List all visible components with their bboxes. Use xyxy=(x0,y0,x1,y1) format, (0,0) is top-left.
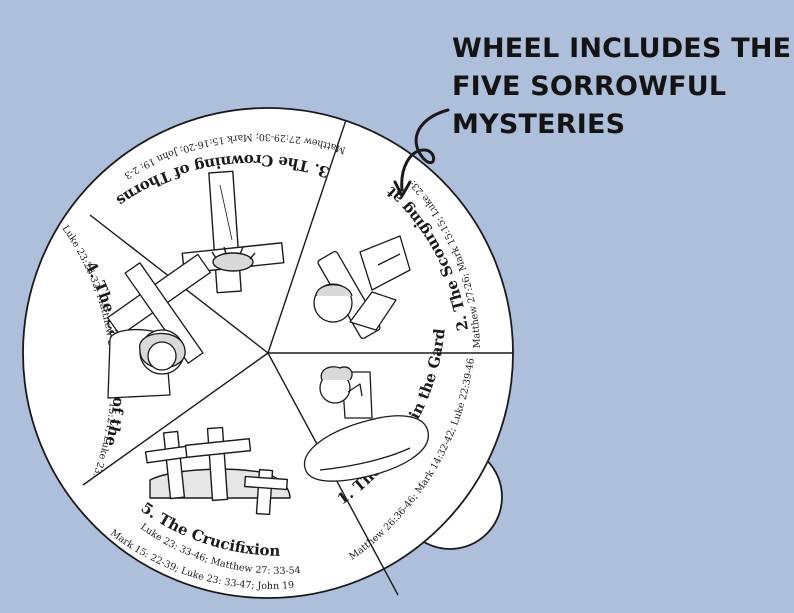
praying-figure-icon xyxy=(303,366,429,482)
crown-of-thorns-cross-icon xyxy=(181,170,285,294)
headline: WHEEL INCLUDES THE FIVE SORROWFUL MYSTER… xyxy=(452,30,792,144)
headline-line-3: MYSTERIES xyxy=(452,109,626,140)
bound-figure-icon xyxy=(313,235,411,340)
figure-carrying-cross-icon xyxy=(106,253,212,399)
pointer-arrow-icon xyxy=(400,108,450,192)
headline-line-2: FIVE SORROWFUL xyxy=(452,71,727,102)
headline-line-1: WHEEL INCLUDES THE xyxy=(452,33,792,64)
three-crosses-icon xyxy=(144,426,291,516)
arrow-head-icon xyxy=(393,180,412,198)
